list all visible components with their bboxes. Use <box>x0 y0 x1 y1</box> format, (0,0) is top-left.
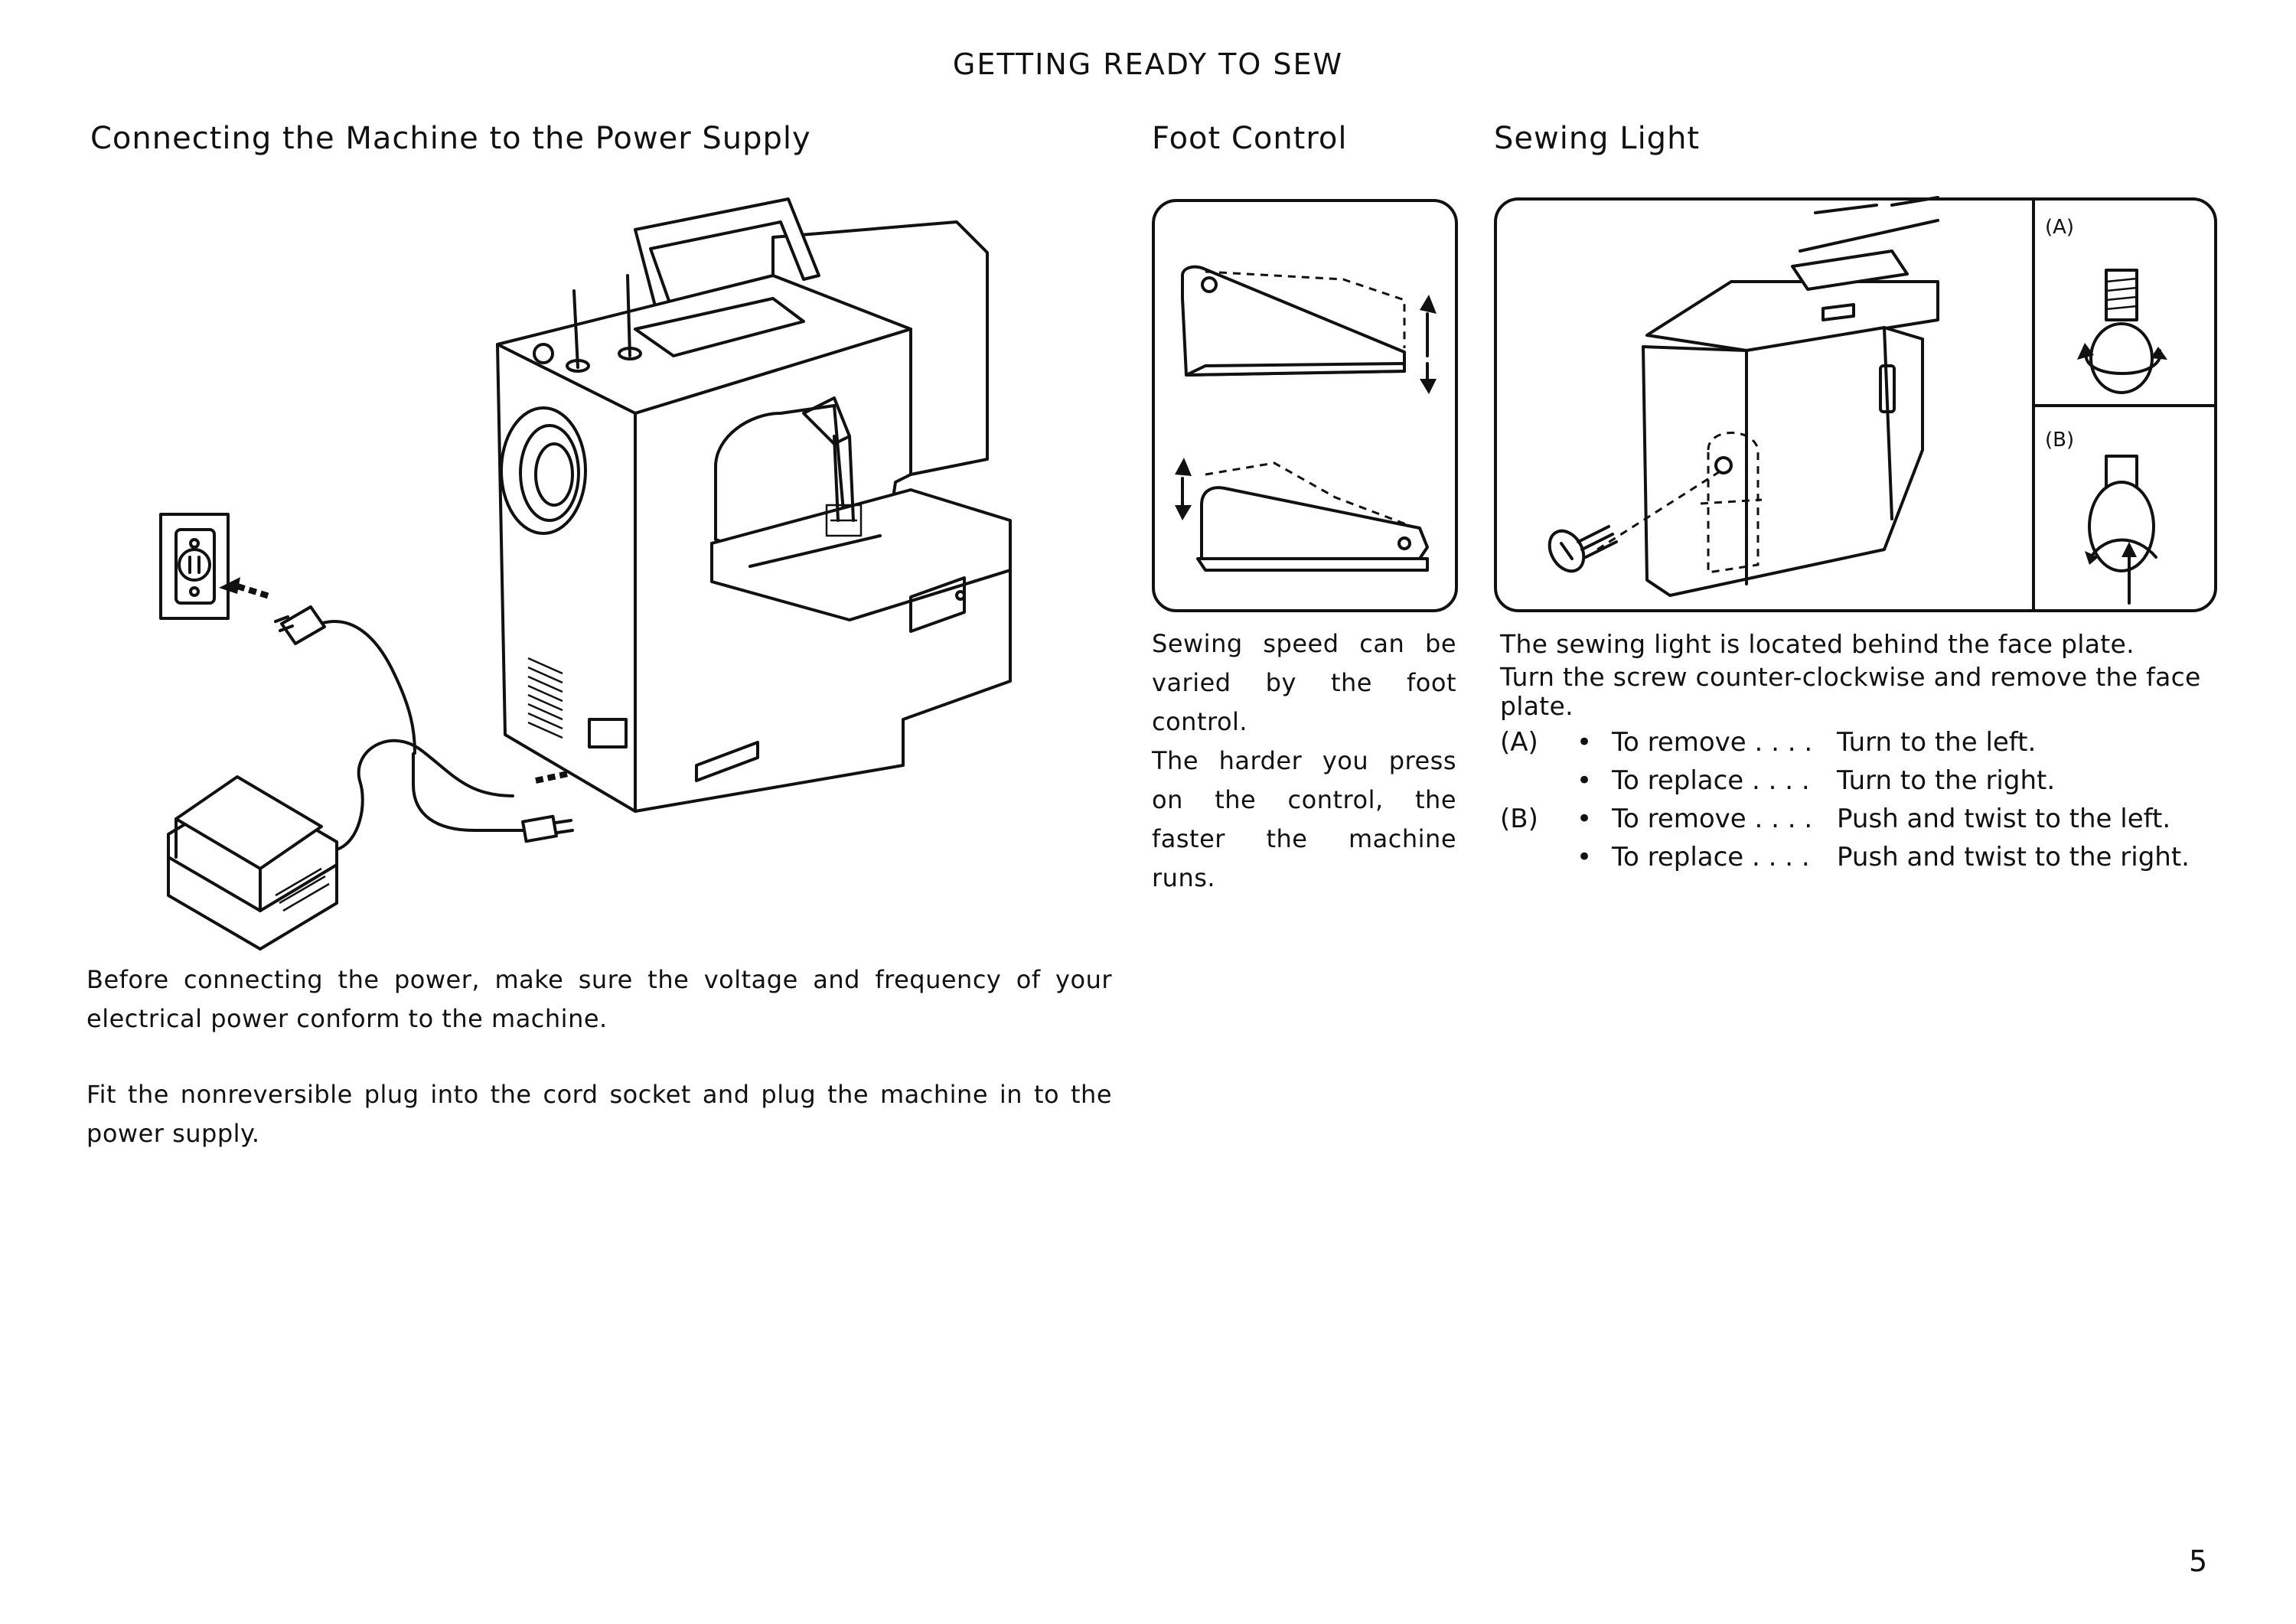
row-tag: (B) <box>1500 804 1538 834</box>
bulb-a-label: (A) <box>2045 216 2075 239</box>
pedal-pressed-icon <box>1181 265 1437 394</box>
foot-paragraph-1: Sewing speed can be varied by the foot c… <box>1152 629 1456 736</box>
bulb-b-label: (B) <box>2045 429 2075 452</box>
foot-control-heading: Foot Control <box>1152 121 1348 156</box>
row-action: To replace . . . . <box>1612 842 1810 872</box>
sewing-light-instructions: The sewing light is located behind the f… <box>1500 626 2216 721</box>
row-instruction: Push and twist to the right. <box>1837 842 2190 872</box>
foot-paragraph-2: The harder you press on the control, the… <box>1152 746 1456 892</box>
instruction-row: (A) • To remove . . . . Turn to the left… <box>1500 727 2216 765</box>
replace-instructions-table: (A) • To remove . . . . Turn to the left… <box>1500 727 2216 880</box>
bullet-icon: • <box>1577 727 1593 758</box>
screw-icon <box>1548 468 1724 573</box>
bullet-icon: • <box>1577 842 1593 872</box>
sewing-machine-illustration <box>159 197 1012 951</box>
page-title: GETTING READY TO SEW <box>952 47 1344 81</box>
foot-control-illustration <box>1152 199 1458 612</box>
row-action: To remove . . . . <box>1612 727 1813 758</box>
face-plate-icon <box>1642 196 1939 597</box>
foot-pedal-icon <box>167 775 338 951</box>
row-instruction: Turn to the right. <box>1837 765 2056 796</box>
bullet-icon: • <box>1577 804 1593 834</box>
plug-arrow-icon <box>219 577 273 600</box>
sewing-light-illustration: (A) (B) <box>1494 196 2217 612</box>
bullet-icon: • <box>1577 765 1593 796</box>
sewing-machine-icon <box>496 197 1012 813</box>
row-instruction: Push and twist to the left. <box>1837 804 2171 834</box>
row-tag: (A) <box>1500 727 1538 758</box>
foot-instructions: Sewing speed can be varied by the foot c… <box>1152 624 1456 898</box>
bulb-b-icon <box>2085 455 2157 605</box>
pedal-raised-icon <box>1175 458 1429 572</box>
row-instruction: Turn to the left. <box>1837 727 2037 758</box>
bulb-a-icon <box>2077 269 2167 394</box>
instruction-row: • To replace . . . . Turn to the right. <box>1500 765 2216 804</box>
power-instructions: Before connecting the power, make sure t… <box>86 960 1112 1153</box>
power-plug-icon <box>274 605 416 755</box>
page-number: 5 <box>2189 1544 2208 1578</box>
vent-grille-icon <box>527 657 563 739</box>
instruction-row: • To replace . . . . Push and twist to t… <box>1500 842 2216 880</box>
power-supply-heading: Connecting the Machine to the Power Supp… <box>90 121 811 156</box>
wall-socket-icon <box>159 513 230 620</box>
row-action: To remove . . . . <box>1612 804 1813 834</box>
row-action: To replace . . . . <box>1612 765 1810 796</box>
sewing-light-line-2: Turn the screw counter-clockwise and rem… <box>1500 662 2201 721</box>
instruction-row: (B) • To remove . . . . Push and twist t… <box>1500 804 2216 842</box>
sewing-light-heading: Sewing Light <box>1494 121 1701 156</box>
machine-plug-icon <box>521 814 574 843</box>
sewing-light-line-1: The sewing light is located behind the f… <box>1500 629 2135 659</box>
power-paragraph-2: Fit the nonreversible plug into the cord… <box>86 1080 1112 1148</box>
power-paragraph-1: Before connecting the power, make sure t… <box>86 965 1112 1033</box>
